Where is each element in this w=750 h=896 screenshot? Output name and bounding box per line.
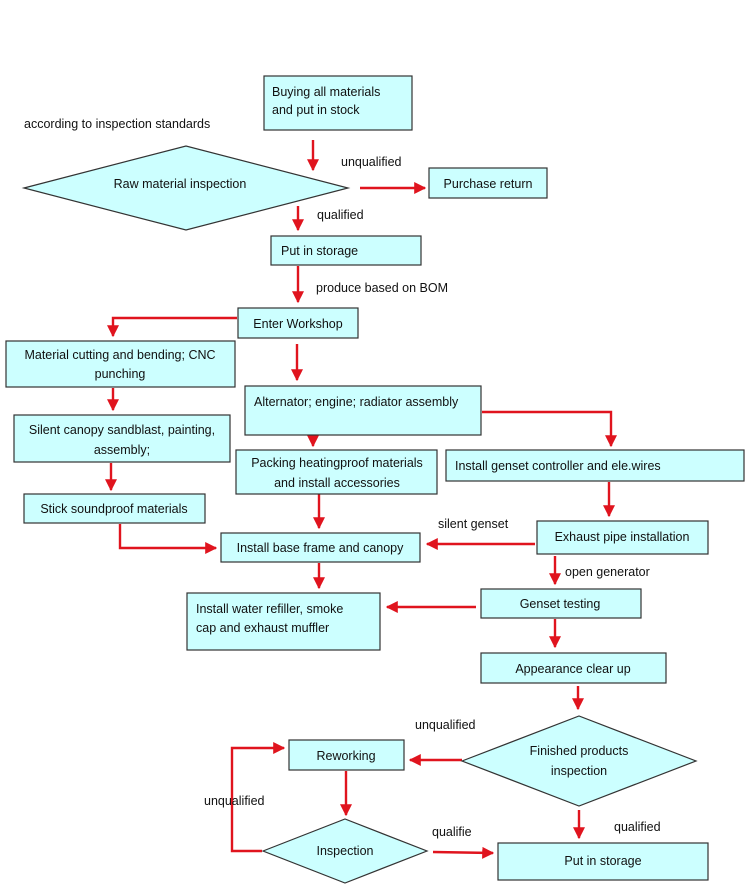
- node-reworking-label: Reworking: [316, 749, 375, 763]
- node-raw-inspection-line-1: Raw material inspection: [114, 177, 247, 191]
- label-according-standards: according to inspection standards: [24, 117, 210, 131]
- node-inspection: Inspection: [261, 818, 429, 884]
- node-packing: Packing heatingproof materials and insta…: [235, 449, 438, 495]
- node-alternator-label: Alternator; engine; radiator assembly: [254, 395, 459, 409]
- node-install-controller: Install genset controller and ele.wires: [445, 449, 745, 482]
- node-put-in-storage-2: Put in storage: [497, 842, 709, 881]
- node-put-in-storage-1: Put in storage: [270, 235, 422, 266]
- arrow-stick-to-base: [118, 524, 218, 554]
- node-finished-products-inspection: Finished products inspection: [460, 715, 698, 807]
- node-inspection-label: Inspection: [317, 844, 374, 858]
- label-qualifie: qualifie: [432, 825, 472, 839]
- node-buying: Buying all materials and put in stock: [263, 75, 413, 131]
- label-silent-genset: silent genset: [438, 517, 509, 531]
- arrow-inspection-to-storage: [432, 846, 495, 859]
- node-finished-inspection-line-2: inspection: [551, 764, 607, 778]
- node-genset-testing-label: Genset testing: [520, 597, 601, 611]
- node-put-storage-1-label: Put in storage: [281, 244, 358, 258]
- node-install-base-label: Install base frame and canopy: [237, 541, 405, 555]
- label-unqualified-finished: unqualified: [415, 718, 476, 732]
- node-reworking: Reworking: [288, 739, 405, 771]
- node-install-water-refiller: Install water refiller, smoke cap and ex…: [186, 592, 381, 651]
- node-exhaust-pipe-label: Exhaust pipe installation: [555, 530, 690, 544]
- label-qualified-raw: qualified: [317, 208, 364, 222]
- node-enter-workshop-label: Enter Workshop: [253, 317, 342, 331]
- node-appearance-clear-up: Appearance clear up: [480, 652, 667, 684]
- node-material-cutting-line-2: punching: [95, 367, 146, 381]
- node-raw-material-inspection: Raw material inspection: [21, 145, 351, 231]
- node-install-controller-label: Install genset controller and ele.wires: [455, 459, 661, 473]
- node-buying-line-1: Buying all materials: [272, 85, 380, 99]
- label-qualified-finished: qualified: [614, 820, 661, 834]
- node-stick-soundproof: Stick soundproof materials: [23, 493, 206, 524]
- node-material-cutting: Material cutting and bending; CNC punchi…: [5, 340, 236, 388]
- edge-labels: according to inspection standards unqual…: [24, 117, 661, 839]
- node-silent-canopy-line-2: assembly;: [94, 443, 150, 457]
- node-genset-testing: Genset testing: [480, 588, 642, 619]
- label-produce-bom: produce based on BOM: [316, 281, 448, 295]
- node-silent-canopy: Silent canopy sandblast, painting, assem…: [13, 414, 231, 463]
- connectors: [105, 140, 617, 859]
- node-packing-line-1: Packing heatingproof materials: [251, 456, 423, 470]
- label-unqualified-inspection: unqualified: [204, 794, 265, 808]
- node-finished-inspection-line-1: Finished products: [530, 744, 629, 758]
- label-unqualified-raw: unqualified: [341, 155, 402, 169]
- node-exhaust-pipe: Exhaust pipe installation: [536, 520, 709, 555]
- node-silent-canopy-line-1: Silent canopy sandblast, painting,: [29, 423, 215, 437]
- node-stick-soundproof-label: Stick soundproof materials: [40, 502, 187, 516]
- node-purchase-return-label: Purchase return: [444, 177, 533, 191]
- node-put-storage-2-label: Put in storage: [564, 854, 641, 868]
- node-enter-workshop: Enter Workshop: [237, 307, 359, 339]
- node-buying-line-2: and put in stock: [272, 103, 360, 117]
- label-open-generator: open generator: [565, 565, 650, 579]
- node-material-cutting-line-1: Material cutting and bending; CNC: [24, 348, 215, 362]
- node-install-water-line-1: Install water refiller, smoke: [196, 602, 343, 616]
- arrow-alternator-to-controller: [482, 410, 617, 448]
- node-packing-line-2: and install accessories: [274, 476, 400, 490]
- node-install-water-line-2: cap and exhaust muffler: [196, 621, 329, 635]
- node-install-base-frame: Install base frame and canopy: [220, 532, 421, 563]
- arrow-workshop-to-cutting: [107, 316, 237, 338]
- arrow-inspection-to-reworking: [230, 742, 286, 853]
- node-purchase-return: Purchase return: [428, 167, 548, 199]
- node-appearance-label: Appearance clear up: [515, 662, 630, 676]
- node-alternator-assembly: Alternator; engine; radiator assembly: [244, 385, 482, 436]
